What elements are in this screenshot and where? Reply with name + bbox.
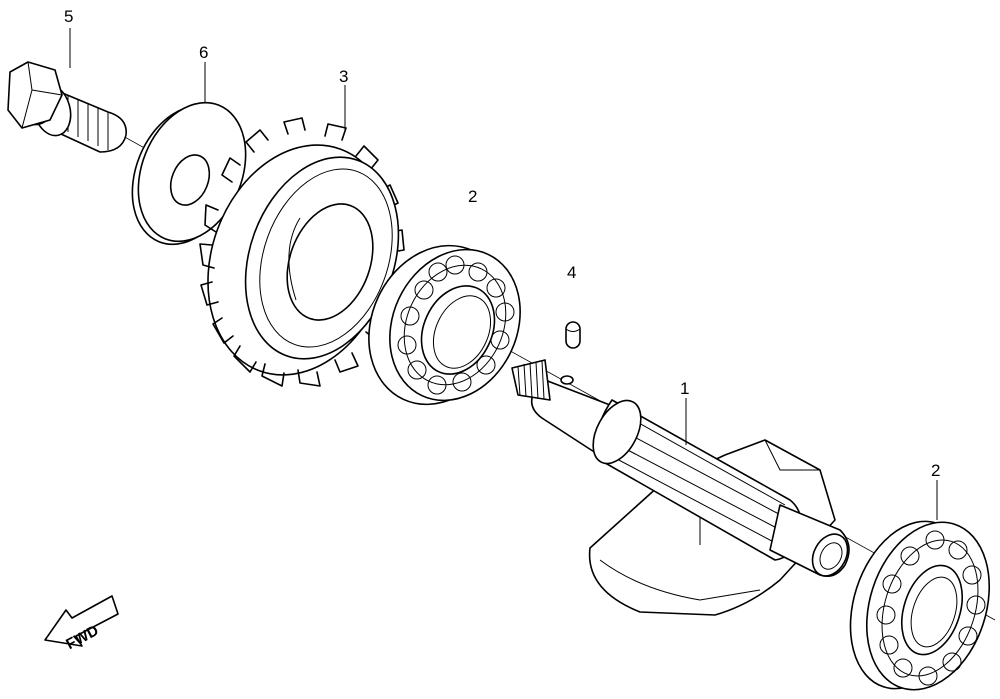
callout-number-6: 6 [199, 43, 208, 62]
flange-bolt [7, 61, 127, 153]
dowel-pin [565, 321, 581, 349]
callout-number-4: 4 [567, 263, 576, 282]
washer [131, 101, 247, 246]
kick-starter-shaft [511, 359, 850, 616]
callout-number-5: 5 [64, 7, 73, 26]
callout-number-1: 1 [680, 379, 689, 398]
ball-bearing-right [849, 520, 991, 691]
ball-bearing-left [368, 244, 521, 406]
fwd-direction-arrow: FWD [44, 595, 119, 653]
spur-gear [199, 117, 405, 387]
callout-number-3: 3 [339, 67, 348, 86]
leader-lines [69, 28, 938, 520]
callout-number-2-right: 2 [931, 461, 940, 480]
callout-number-2-left: 2 [468, 187, 477, 206]
